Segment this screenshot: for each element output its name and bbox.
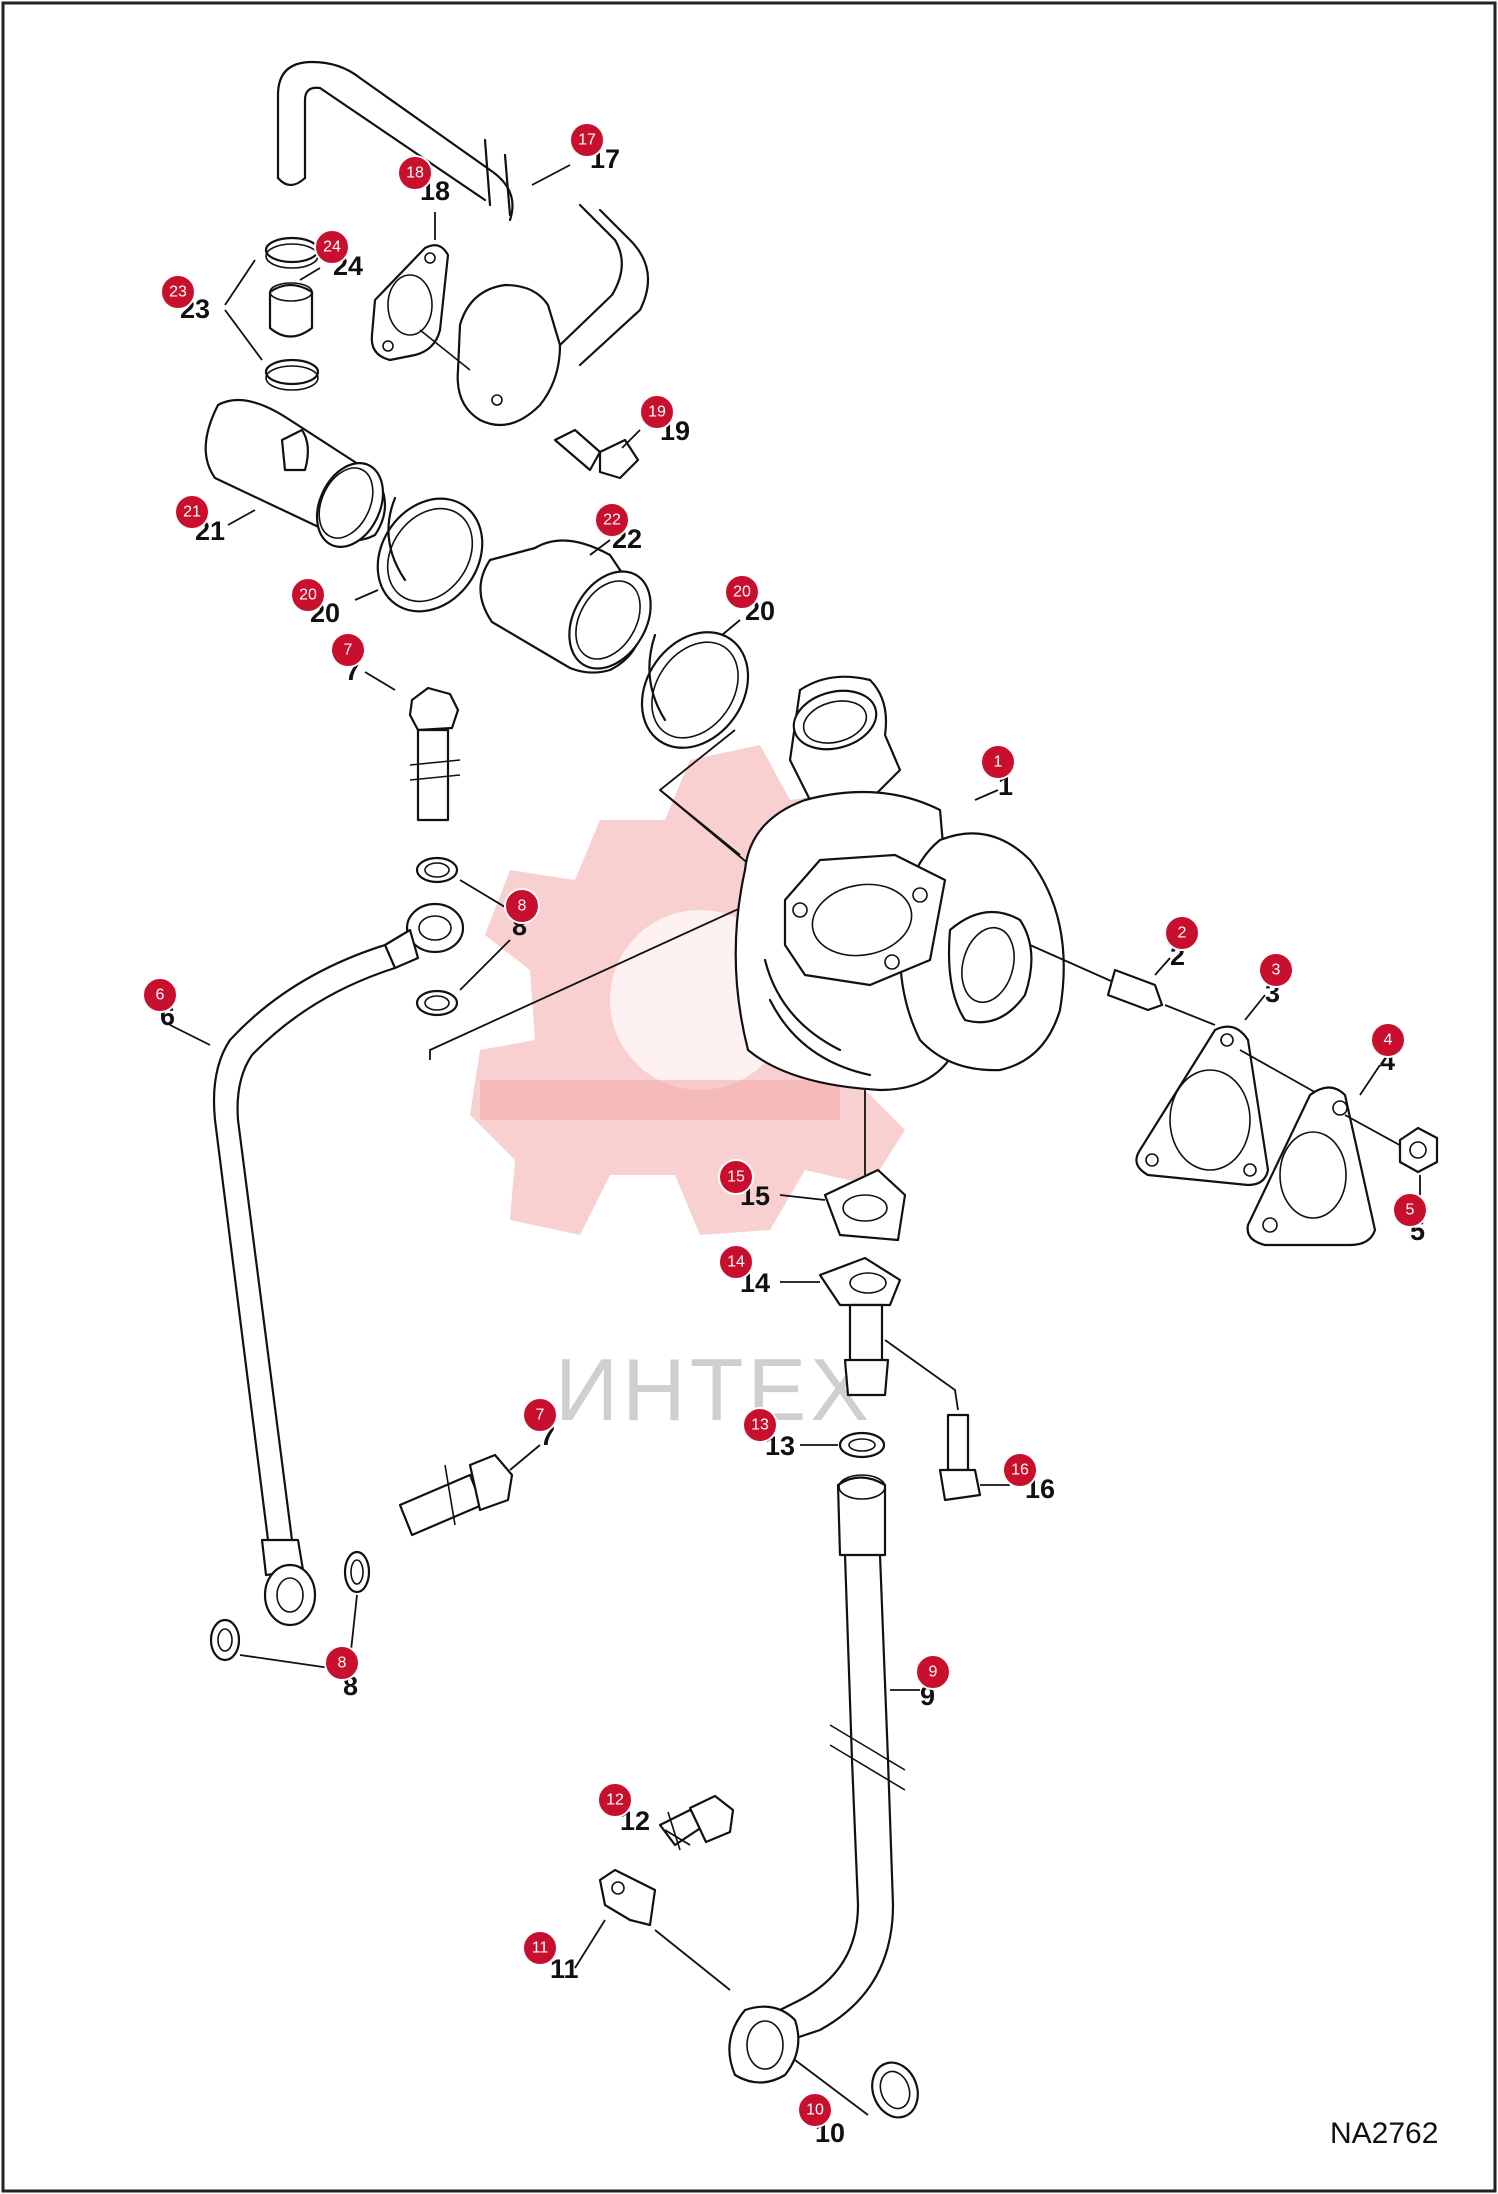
part-badge-number: 12 — [606, 1792, 624, 1809]
part-5-nut — [1398, 1126, 1439, 1174]
part-badge-number: 14 — [727, 1254, 745, 1271]
part-badge-number: 13 — [751, 1417, 769, 1434]
part-badge-23[interactable]: 23 — [160, 274, 196, 310]
part-badge-number: 20 — [733, 584, 751, 601]
part-badge-number: 2 — [1178, 925, 1187, 942]
part-badge-19[interactable]: 19 — [639, 394, 675, 430]
part-badge-number: 10 — [806, 2102, 824, 2119]
drawing-code: NA2762 — [1330, 2117, 1438, 2150]
part-12-bolt — [658, 1794, 735, 1851]
part-badge-2[interactable]: 2 — [1164, 915, 1200, 951]
part-badge-12[interactable]: 12 — [597, 1782, 633, 1818]
part-badge-8b[interactable]: 8 — [324, 1645, 360, 1681]
part-badge-14[interactable]: 14 — [718, 1244, 754, 1280]
part-badge-11[interactable]: 11 — [522, 1930, 558, 1966]
part-badge-number: 20 — [299, 587, 317, 604]
part-20-clamp-left — [376, 496, 484, 613]
part-badge-24[interactable]: 24 — [314, 229, 350, 265]
part-badge-number: 7 — [344, 642, 353, 659]
part-16-bolt — [884, 1339, 982, 1502]
part-badge-4[interactable]: 4 — [1370, 1022, 1406, 1058]
part-badge-number: 8 — [338, 1655, 347, 1672]
part-badge-number: 1 — [994, 754, 1003, 771]
part-badge-number: 22 — [603, 512, 621, 529]
part-8-washers-upper — [415, 856, 511, 1017]
part-badge-16[interactable]: 16 — [1002, 1452, 1038, 1488]
watermark-text: ИНТЕХ — [555, 1340, 873, 1439]
part-3-gasket — [1135, 1025, 1270, 1187]
part-23-24-coupler — [264, 236, 320, 391]
part-badge-number: 19 — [648, 404, 666, 421]
part-badge-20a[interactable]: 20 — [290, 577, 326, 613]
leader-lines — [169, 164, 1421, 1969]
part-11-plate — [598, 1868, 657, 1927]
part-badge-7b[interactable]: 7 — [522, 1397, 558, 1433]
part-13-washer — [838, 1431, 886, 1459]
part-badge-10[interactable]: 10 — [797, 2092, 833, 2128]
part-18-gasket — [370, 244, 450, 362]
part-badge-number: 11 — [532, 1940, 549, 1957]
part-label-11: 11 — [550, 1954, 579, 1984]
part-badge-number: 23 — [169, 284, 187, 301]
part-labels: 1122334455667777888899101011111212131314… — [142, 122, 1428, 2148]
part-badge-number: 9 — [929, 1664, 938, 1681]
part-14-flange — [818, 1256, 902, 1397]
part-badge-number: 17 — [578, 132, 596, 149]
part-badge-number: 15 — [727, 1169, 745, 1186]
part-badge-9[interactable]: 9 — [915, 1654, 951, 1690]
part-7-bolt-lower — [398, 1453, 514, 1537]
part-6-oil-feed-line — [212, 902, 465, 1627]
part-badge-1[interactable]: 1 — [980, 744, 1016, 780]
part-15-gasket — [823, 1168, 907, 1242]
part-21-pipe — [204, 398, 386, 548]
part-badge-number: 8 — [518, 898, 527, 915]
part-7-bolt-upper — [408, 686, 461, 822]
part-badge-number: 24 — [323, 239, 341, 256]
part-8-washers-lower — [209, 1550, 371, 1669]
part-badge-20b[interactable]: 20 — [724, 574, 760, 610]
part-10-gasket — [871, 2061, 919, 2119]
part-badge-number: 21 — [183, 504, 201, 521]
part-badge-17[interactable]: 17 — [569, 122, 605, 158]
part-badge-number: 16 — [1011, 1462, 1029, 1479]
part-badge-5[interactable]: 5 — [1392, 1192, 1428, 1228]
part-badge-21[interactable]: 21 — [174, 494, 210, 530]
part-17-hose — [276, 60, 650, 367]
part-badge-3[interactable]: 3 — [1258, 952, 1294, 988]
part-2-stud — [1029, 944, 1164, 1012]
part-4-flange — [1246, 1086, 1377, 1247]
part-badge-15[interactable]: 15 — [718, 1159, 754, 1195]
part-badge-number: 5 — [1406, 1202, 1415, 1219]
part-17-flange — [419, 283, 562, 427]
part-badge-number: 18 — [406, 165, 424, 182]
part-9-drain-tube — [728, 1474, 906, 2084]
part-badge-number: 6 — [156, 987, 165, 1004]
part-badge-number: 3 — [1272, 962, 1281, 979]
part-badge-number: 7 — [536, 1407, 545, 1424]
part-badge-22[interactable]: 22 — [594, 502, 630, 538]
part-badge-7a[interactable]: 7 — [330, 632, 366, 668]
part-badge-8a[interactable]: 8 — [504, 888, 540, 924]
part-badge-18[interactable]: 18 — [397, 155, 433, 191]
part-20-clamp-right — [640, 631, 750, 749]
part-1-turbocharger — [734, 675, 1065, 1092]
part-badge-6[interactable]: 6 — [142, 977, 178, 1013]
part-19-bolt — [553, 428, 640, 480]
part-badge-13[interactable]: 13 — [742, 1407, 778, 1443]
part-badge-number: 4 — [1384, 1032, 1393, 1049]
part-22-hose — [479, 539, 652, 674]
